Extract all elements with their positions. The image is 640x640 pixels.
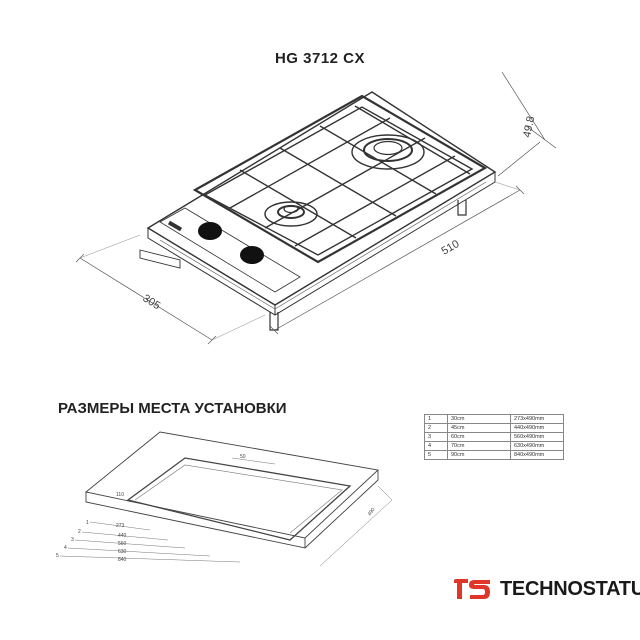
knob-right [240,246,264,264]
width-guides [59,521,241,563]
gas-fitting [457,200,467,216]
grate-bars [229,105,471,247]
table-cell: 4 [424,441,448,451]
brand-plate [167,220,183,232]
grate-outer [192,94,488,264]
cutout-top-label: 50 [240,454,246,460]
table-cell: 30cm [447,414,511,424]
brand-logo: TECHNOSTATUS [452,576,640,602]
hob-bottom-frame [159,181,487,310]
table-row: 2 45cm 440x490mm [424,423,564,433]
table-cell: 45cm [447,423,511,433]
cutout-width-1: 273 [116,523,125,529]
table-cell: 60cm [447,432,511,442]
table-cell: 440x490mm [510,423,564,433]
table-cell: 2 [424,423,448,433]
cutout-drawing [59,431,393,567]
cutout-marker-4: 4 [64,545,67,551]
table-cell: 630x490mm [510,441,564,451]
dim-length: 510 [440,238,462,258]
table-row: 3 60cm 560x490mm [424,432,564,442]
dim-line-49 [497,71,557,177]
table-cell: 1 [424,414,448,424]
brand-mark-icon [454,579,490,599]
table-cell: 70cm [447,441,511,451]
table-cell: 90cm [447,450,511,460]
installation-section-title: РАЗМЕРЫ МЕСТА УСТАНОВКИ [58,400,287,417]
cutout-opening [126,457,352,541]
cutout-width-2: 440 [118,533,127,539]
table-cell: 273x490mm [510,414,564,424]
dim-height: 49.8 [521,115,537,138]
worktop-front [85,492,306,549]
small-burner [264,201,318,227]
model-title: HG 3712 CX [274,50,366,67]
large-burner [351,134,425,170]
table-row: 1 30cm 273x490mm [424,414,564,424]
table-row: 5 90cm 840x490mm [424,450,564,460]
cutout-depth-label: 110 [116,492,124,498]
cutout-marker-3: 3 [71,537,74,543]
cutout-marker-2: 2 [78,529,81,535]
table-cell: 5 [424,450,448,460]
table-row: 4 70cm 630x490mm [424,441,564,451]
table-cell: 3 [424,432,448,442]
bracket-left [139,249,181,269]
table-cell: 840x490mm [510,450,564,460]
cutout-marker-1: 1 [86,520,89,526]
cutout-marker-5: 5 [56,553,59,559]
dim-line-510 [269,185,525,335]
hob-base-plate [146,91,497,306]
cutout-width-3: 560 [118,541,127,547]
sizes-table: 1 30cm 273x490mm 2 45cm 440x490mm 3 60cm… [424,414,564,460]
dim-width: 305 [140,292,162,312]
cutout-side-label: 490 [367,507,377,517]
worktop-top [84,431,379,539]
knob-left [198,222,222,240]
cutout-width-5: 840 [118,557,127,563]
brand-name: TECHNOSTATUS [500,577,640,600]
cutout-width-4: 630 [118,549,127,555]
table-cell: 560x490mm [510,432,564,442]
control-panel [159,207,301,293]
